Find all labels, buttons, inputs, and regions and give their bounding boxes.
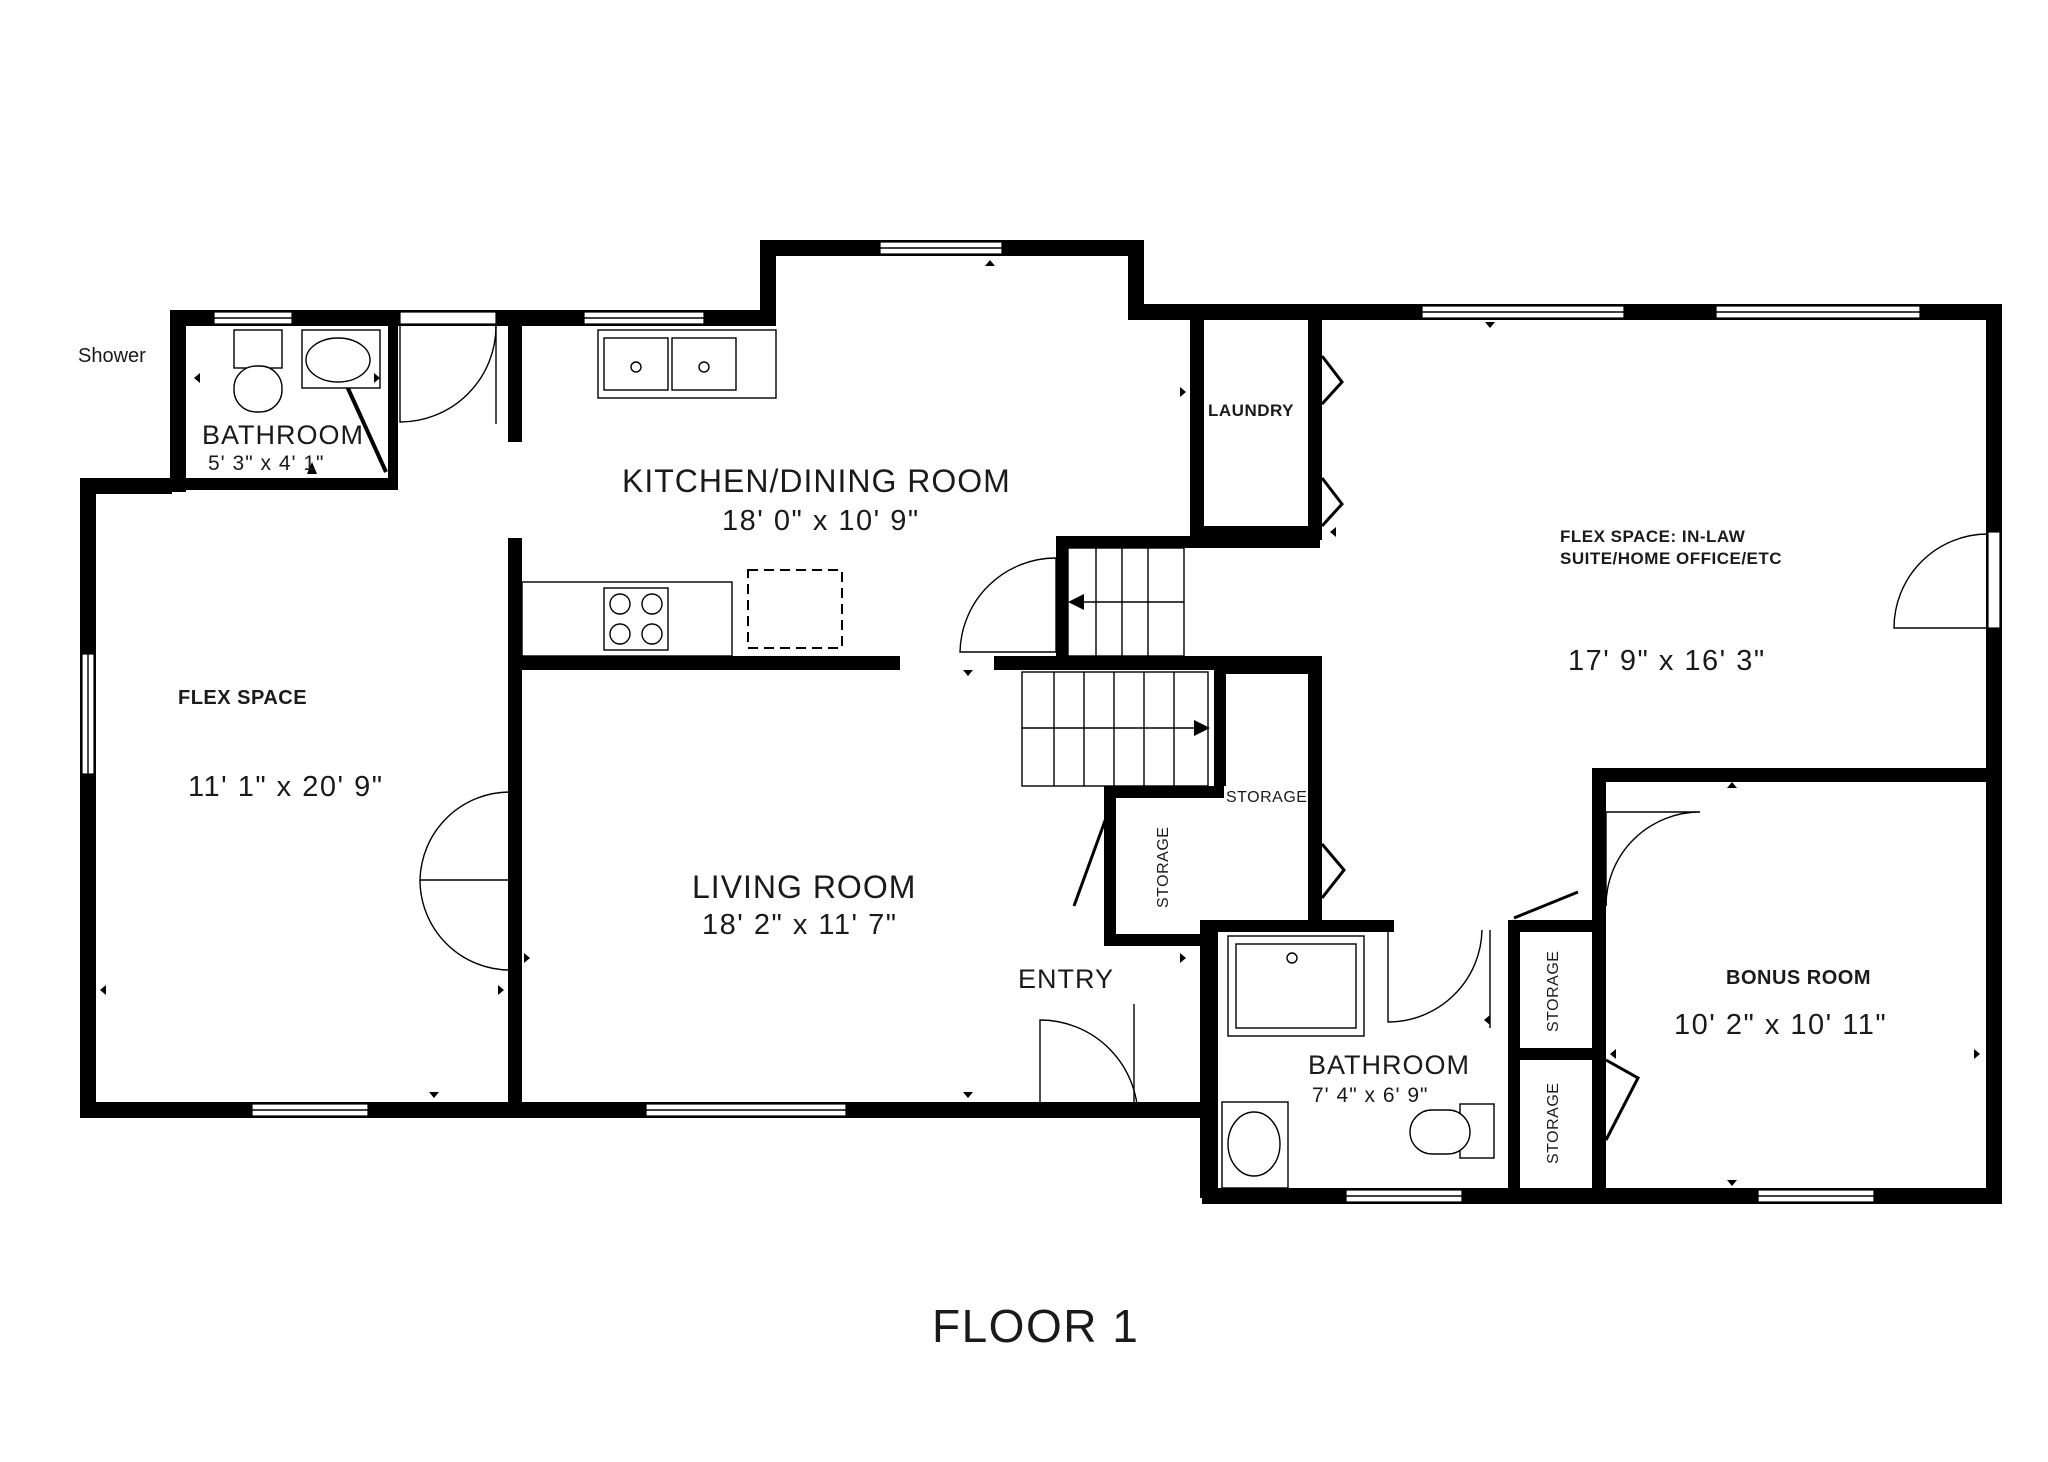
storage-stairs-name: STORAGE xyxy=(1155,827,1172,908)
bonus-room-name: BONUS ROOM xyxy=(1726,967,1871,989)
living-room-dims: 18' 2" x 11' 7" xyxy=(702,909,898,941)
flex-space-dims: 11' 1" x 20' 9" xyxy=(188,771,384,803)
flex-suite-name-line1: FLEX SPACE: IN-LAW xyxy=(1560,527,1746,546)
entry-name: ENTRY xyxy=(1018,964,1114,994)
windows xyxy=(81,241,2001,1203)
wall-ticks xyxy=(100,260,1980,1186)
storage-mid-name: STORAGE xyxy=(1545,951,1562,1032)
doors xyxy=(344,325,1989,1141)
kitchen-dining-name: KITCHEN/DINING ROOM xyxy=(622,463,1011,499)
flex-suite-name-line2: SUITE/HOME OFFICE/ETC xyxy=(1560,549,1782,568)
fixtures xyxy=(233,329,1495,1189)
bathroom-small-dims: 5' 3" x 4' 1" xyxy=(208,452,324,475)
bathroom-large-dims: 7' 4" x 6' 9" xyxy=(1312,1084,1428,1107)
shower-note: Shower xyxy=(78,345,146,367)
laundry-name: LAUNDRY xyxy=(1208,401,1294,420)
walls xyxy=(80,240,2002,1204)
storage-upper-name: STORAGE xyxy=(1226,789,1307,806)
bonus-room-dims: 10' 2" x 10' 11" xyxy=(1674,1009,1887,1041)
room-labels: Shower BATHROOM 5' 3" x 4' 1" KITCHEN/DI… xyxy=(78,345,1887,1352)
storage-low-name: STORAGE xyxy=(1545,1083,1562,1164)
floor-title: FLOOR 1 xyxy=(932,1300,1139,1352)
flex-suite-dims: 17' 9" x 16' 3" xyxy=(1568,645,1766,677)
flex-space-name: FLEX SPACE xyxy=(178,687,307,709)
stairs xyxy=(1021,547,1210,787)
kitchen-dining-dims: 18' 0" x 10' 9" xyxy=(722,505,920,537)
bathroom-large-name: BATHROOM xyxy=(1308,1050,1470,1080)
living-room-name: LIVING ROOM xyxy=(692,869,916,905)
bathroom-small-name: BATHROOM xyxy=(202,420,364,450)
